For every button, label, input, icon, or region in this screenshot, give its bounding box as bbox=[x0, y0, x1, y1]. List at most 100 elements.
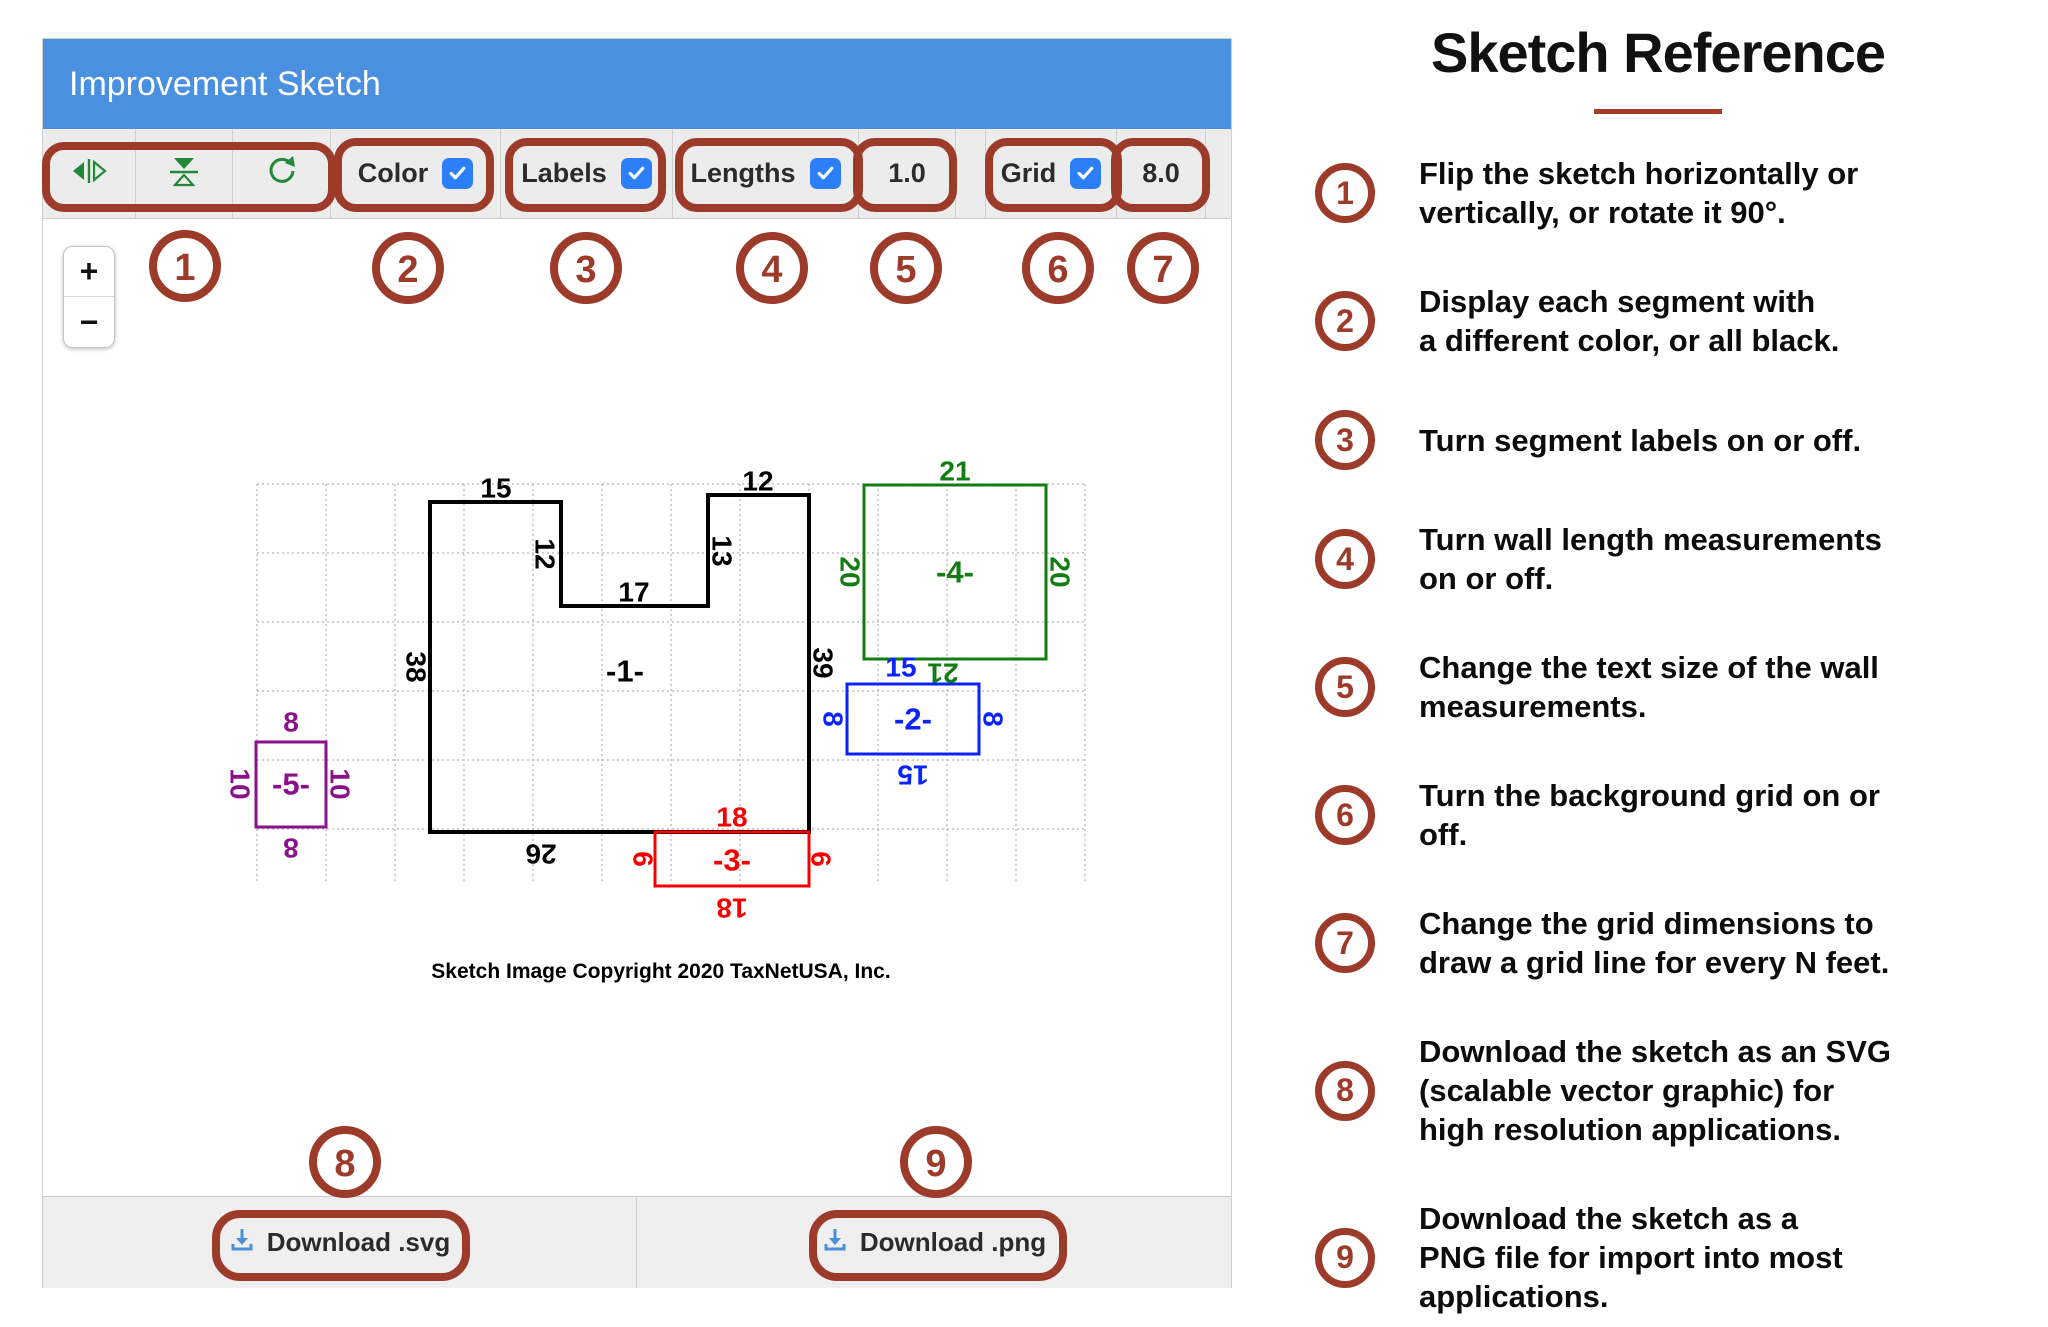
download-svg-label: Download .svg bbox=[266, 1227, 451, 1257]
color-label: Color bbox=[357, 158, 429, 188]
wall-measurement: 18 bbox=[716, 802, 747, 833]
segment-label: -1- bbox=[606, 654, 644, 689]
wall-measurement: 8 bbox=[283, 707, 299, 738]
download-png-label: Download .png bbox=[859, 1227, 1047, 1257]
grid-size-cell: 8.0 bbox=[1117, 129, 1206, 218]
wall-measurement: 26 bbox=[525, 839, 556, 870]
lengths-toggle-cell: Lengths bbox=[673, 129, 859, 218]
labels-label: Labels bbox=[521, 158, 607, 188]
wall-measurement: 21 bbox=[939, 456, 970, 487]
panel-header: Improvement Sketch bbox=[43, 39, 1231, 129]
color-checkbox[interactable] bbox=[442, 158, 474, 189]
segment-outline bbox=[254, 740, 328, 829]
wall-measurement: 15 bbox=[897, 760, 928, 791]
zoom-out-button[interactable]: − bbox=[64, 297, 114, 347]
wall-measurement: 8 bbox=[283, 833, 299, 864]
segment-label: -2- bbox=[894, 702, 932, 737]
reference-number-badge: 3 bbox=[1315, 410, 1375, 470]
wall-measurement: 38 bbox=[401, 651, 432, 682]
zoom-control: + − bbox=[63, 246, 115, 348]
sketch-copyright: Sketch Image Copyright 2020 TaxNetUSA, I… bbox=[431, 960, 890, 983]
reference-number-badge: 9 bbox=[1315, 1227, 1375, 1288]
segment-label: -3- bbox=[713, 843, 751, 878]
download-icon bbox=[229, 1226, 255, 1259]
grid-label: Grid bbox=[1000, 158, 1057, 188]
wall-measurement: 12 bbox=[530, 538, 561, 569]
download-svg-cell: Download .svg bbox=[43, 1197, 637, 1288]
flip-vertical-button[interactable] bbox=[136, 129, 233, 218]
wall-measurement: 20 bbox=[835, 556, 866, 587]
reference-number-badge: 2 bbox=[1315, 291, 1375, 351]
segment-outline bbox=[653, 830, 811, 888]
reference-number-badge: 6 bbox=[1315, 785, 1375, 845]
toolbar-spacer bbox=[956, 129, 986, 218]
lengths-label: Lengths bbox=[690, 158, 796, 188]
download-icon bbox=[822, 1226, 848, 1259]
segment-label: -5- bbox=[272, 767, 310, 802]
flip-vertical-icon bbox=[167, 154, 201, 193]
reference-number-badge: 1 bbox=[1315, 163, 1375, 223]
download-png-button[interactable]: Download .png bbox=[801, 1216, 1067, 1269]
rotate-button[interactable] bbox=[233, 129, 331, 218]
grid-toggle-cell: Grid bbox=[986, 129, 1117, 218]
reference-number-badge: 4 bbox=[1315, 529, 1375, 589]
download-png-cell: Download .png bbox=[637, 1197, 1231, 1288]
lengths-size-cell: 1.0 bbox=[859, 129, 956, 218]
segment-outline bbox=[845, 682, 981, 756]
wall-measurement: 10 bbox=[325, 768, 356, 799]
wall-measurement: 8 bbox=[978, 711, 1009, 727]
grid-size-value[interactable]: 8.0 bbox=[1142, 158, 1180, 188]
flip-horizontal-button[interactable] bbox=[43, 129, 136, 218]
lengths-checkbox[interactable] bbox=[809, 158, 841, 189]
wall-measurement: 20 bbox=[1045, 556, 1076, 587]
wall-measurement: 15 bbox=[885, 652, 916, 683]
reference-title: Sketch Reference bbox=[1430, 21, 1886, 84]
color-toggle-cell: Color bbox=[331, 129, 501, 218]
reference-item-text: Download the sketch as an SVG(scalable v… bbox=[1419, 1034, 1892, 1147]
segment-outline bbox=[862, 483, 1048, 661]
zoom-in-button[interactable]: + bbox=[64, 247, 114, 297]
download-svg-button[interactable]: Download .svg bbox=[208, 1216, 471, 1269]
title-underline bbox=[1594, 109, 1722, 114]
wall-measurement: 15 bbox=[480, 473, 511, 504]
wall-measurement: 13 bbox=[707, 535, 738, 566]
download-bar: Download .svg Download .png bbox=[43, 1196, 1231, 1288]
wall-measurement: 39 bbox=[808, 647, 839, 678]
sketch-reference-panel: Sketch Reference 1 Flip the sketch horizo… bbox=[1286, 0, 2030, 1327]
reference-item-3: 3 Turn segment labels on or off. bbox=[1286, 410, 2030, 470]
panel-title: Improvement Sketch bbox=[69, 65, 381, 103]
wall-measurement: 10 bbox=[227, 768, 256, 799]
labels-toggle-cell: Labels bbox=[501, 129, 673, 218]
labels-checkbox[interactable] bbox=[620, 158, 652, 189]
toolbar-filler bbox=[1206, 129, 1231, 218]
wall-measurement: 21 bbox=[927, 658, 958, 689]
lengths-size-value[interactable]: 1.0 bbox=[888, 158, 926, 188]
reference-number-badge: 5 bbox=[1315, 657, 1375, 717]
improvement-sketch-panel: Improvement Sketch bbox=[42, 38, 1232, 1288]
wall-measurement: 17 bbox=[618, 577, 649, 608]
flip-horizontal-icon bbox=[70, 156, 108, 191]
grid-checkbox[interactable] bbox=[1070, 158, 1102, 189]
reference-item-text: Turn segment labels on or off. bbox=[1419, 422, 1862, 458]
rotate-90-icon bbox=[265, 154, 299, 193]
segment-outline bbox=[428, 493, 811, 834]
sketch-toolbar: Color Labels Lengths 1.0 Grid bbox=[43, 129, 1231, 219]
wall-measurement: 12 bbox=[742, 466, 773, 497]
wall-measurement: 18 bbox=[716, 893, 747, 924]
